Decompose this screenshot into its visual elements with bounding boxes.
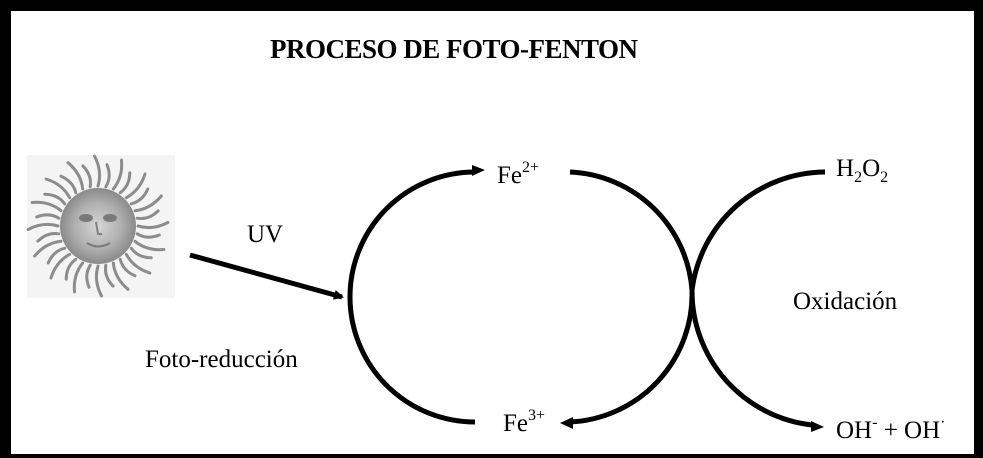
species-products: OH- + OH· [836, 415, 945, 444]
sun-ray [36, 231, 61, 243]
sun-ray [135, 232, 161, 239]
sun-ray [118, 257, 137, 278]
sun-ray [59, 174, 78, 195]
sun-ray [93, 154, 102, 188]
product-plus: + [877, 417, 905, 444]
sun-ray [30, 200, 63, 213]
sun-ray [64, 257, 78, 281]
h2o2-sub2: 2 [880, 169, 889, 186]
sun-ray [85, 263, 92, 289]
sun-ray [118, 171, 132, 195]
h2o2-o: O [862, 155, 881, 182]
sun-ray [133, 194, 163, 213]
species-fe3: Fe3+ [503, 408, 545, 437]
product-oh-radical: OH [904, 417, 941, 444]
product-radical-dot: · [940, 414, 946, 431]
uv-arrow [189, 252, 344, 300]
arc-h2o2-to-center [689, 169, 826, 291]
frame-border-top [0, 0, 983, 11]
sun-ray [33, 239, 63, 258]
sun-ray [133, 239, 166, 252]
product-oh-minus: OH [836, 417, 873, 444]
label-foto-reduccion: Foto-reducción [145, 346, 298, 373]
label-uv: UV [247, 221, 284, 248]
reduction-arc-left [347, 169, 476, 425]
sun-ray [111, 261, 130, 291]
frame-border-left [0, 0, 11, 458]
fe3-charge: 3+ [528, 407, 546, 424]
arrowhead-fe3 [560, 417, 573, 429]
arc-center-to-fe3 [569, 289, 695, 425]
sun-ray [49, 252, 72, 280]
product-minus-charge: - [872, 414, 878, 431]
fe3-base: Fe [503, 410, 528, 437]
species-h2o2: H2O2 [836, 155, 888, 186]
fe2-charge: 2+ [522, 159, 540, 176]
sun-ray [46, 246, 67, 265]
h2o2-sub1: 2 [854, 169, 863, 186]
sun-ray [129, 246, 153, 260]
sun-face-icon [26, 154, 175, 298]
sun-ray [136, 221, 170, 230]
sun-ray [81, 164, 93, 189]
sun-ray [44, 177, 72, 200]
sun-ray [135, 209, 160, 221]
sun-ray [66, 161, 85, 191]
diagram-title: PROCESO DE FOTO-FENTON [270, 34, 638, 64]
sun-ray [43, 192, 67, 206]
sun-ray [94, 264, 103, 298]
sun-ray [124, 252, 152, 275]
sun-ray [26, 222, 60, 231]
arc-fe2-to-center [569, 169, 695, 291]
fe2-base: Fe [497, 162, 522, 189]
arrowhead-fe2 [472, 165, 485, 176]
sun-ray [103, 263, 115, 288]
arc-center-to-products [689, 289, 813, 428]
frame-border-right [974, 0, 983, 458]
species-fe2: Fe2+ [497, 160, 539, 189]
sun-ray [111, 158, 124, 191]
h2o2-h: H [836, 155, 855, 182]
label-oxidacion: Oxidación [793, 288, 898, 315]
sun-ray [72, 261, 85, 294]
sun-ray [35, 213, 61, 220]
sun-ray [124, 172, 147, 200]
arrowhead-products [811, 421, 824, 432]
sun-ray [104, 163, 111, 189]
frame-border-bottom [0, 454, 983, 458]
sun-ray [129, 187, 150, 206]
